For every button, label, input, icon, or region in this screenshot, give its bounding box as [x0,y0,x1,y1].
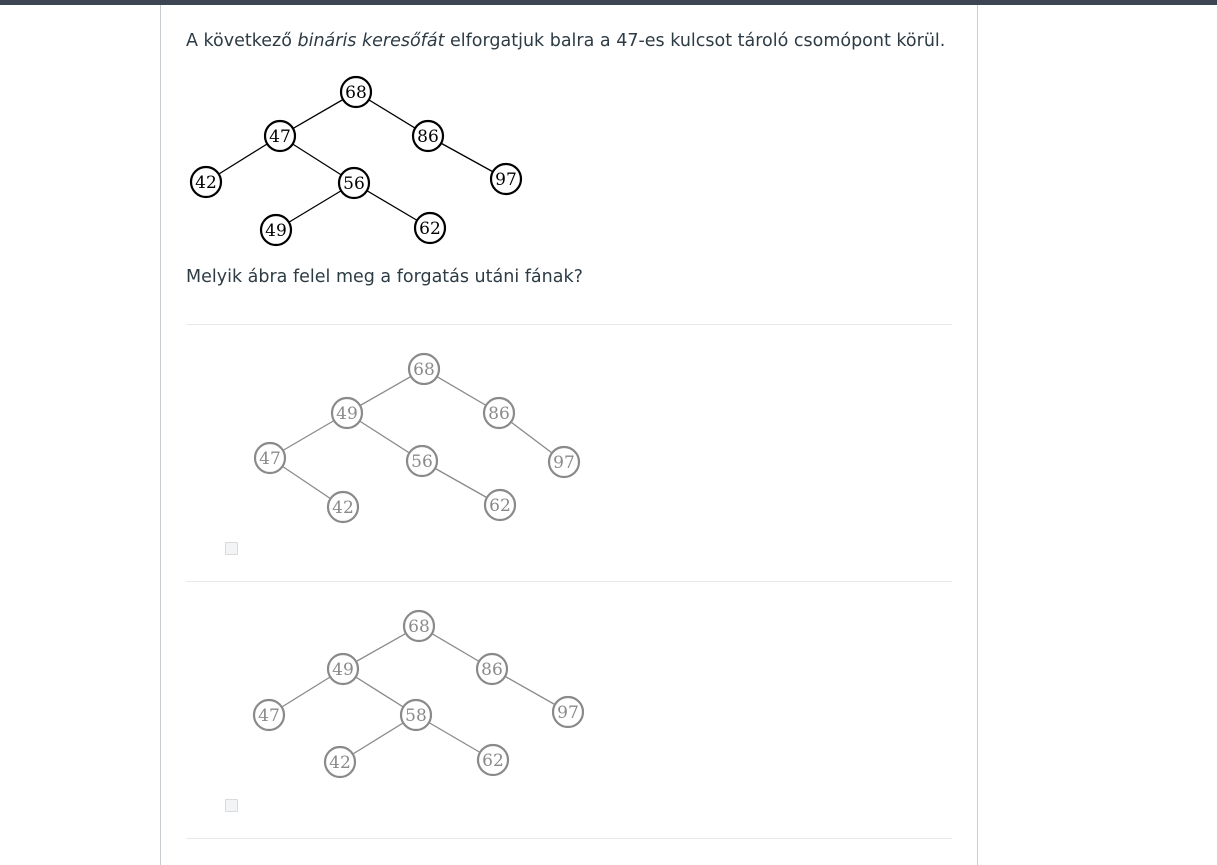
node-label: 56 [411,452,433,472]
tree-node [263,119,297,153]
node-label: 58 [405,706,427,726]
node-label: 86 [481,660,503,680]
tree-node [405,444,439,478]
node-label: 86 [488,404,510,424]
tree-node [339,75,373,109]
tree-node [323,745,357,779]
tree-node [407,352,441,386]
node-label: 56 [343,174,365,194]
divider [186,324,952,325]
node-label: 42 [329,753,351,773]
node-label: 86 [417,127,439,147]
node-label: 62 [482,751,504,771]
answer-1-checkbox[interactable] [225,542,238,555]
node-label: 62 [419,219,441,239]
top-bar [0,0,1217,5]
node-label: 68 [413,360,435,380]
tree-node [551,695,585,729]
node-label: 68 [408,617,430,637]
answer-2-checkbox[interactable] [225,799,238,812]
node-label: 68 [345,83,367,103]
node-label: 62 [489,496,511,516]
node-label: 47 [259,449,281,469]
node-label: 49 [265,221,287,241]
answer-2-tree-diagram[interactable]: 68 49 86 47 58 97 42 62 [245,605,595,785]
question-text: A következő bináris keresőfát elforgatju… [186,31,946,51]
question-tree-diagram: 68 47 86 42 56 97 49 62 [189,75,523,247]
node-label: 47 [258,706,280,726]
divider [186,581,952,582]
question-prompt: Melyik ábra felel meg a forgatás utáni f… [186,267,583,287]
tree-node [337,166,371,200]
tree-node [483,488,517,522]
tree-node [547,445,581,479]
node-label: 42 [332,498,354,518]
node-label: 42 [195,173,217,193]
node-label: 97 [553,453,575,473]
tree-node [326,490,360,524]
tree-node [189,165,223,199]
tree-node [411,119,445,153]
tree-node [476,743,510,777]
node-label: 47 [269,127,291,147]
tree-node [475,652,509,686]
tree-node [413,211,447,245]
node-label: 97 [495,170,517,190]
node-label: 49 [332,660,354,680]
divider [186,838,952,839]
tree-node [326,652,360,686]
tree-node [489,162,523,196]
tree-node [252,698,286,732]
node-label: 97 [557,703,579,723]
tree-node [402,609,436,643]
node-label: 49 [336,404,358,424]
tree-node [259,213,293,247]
tree-node [399,698,433,732]
tree-node [330,396,364,430]
answer-1-tree-diagram[interactable]: 68 49 86 47 56 97 42 62 [245,348,595,528]
tree-node [253,441,287,475]
tree-node [482,396,516,430]
